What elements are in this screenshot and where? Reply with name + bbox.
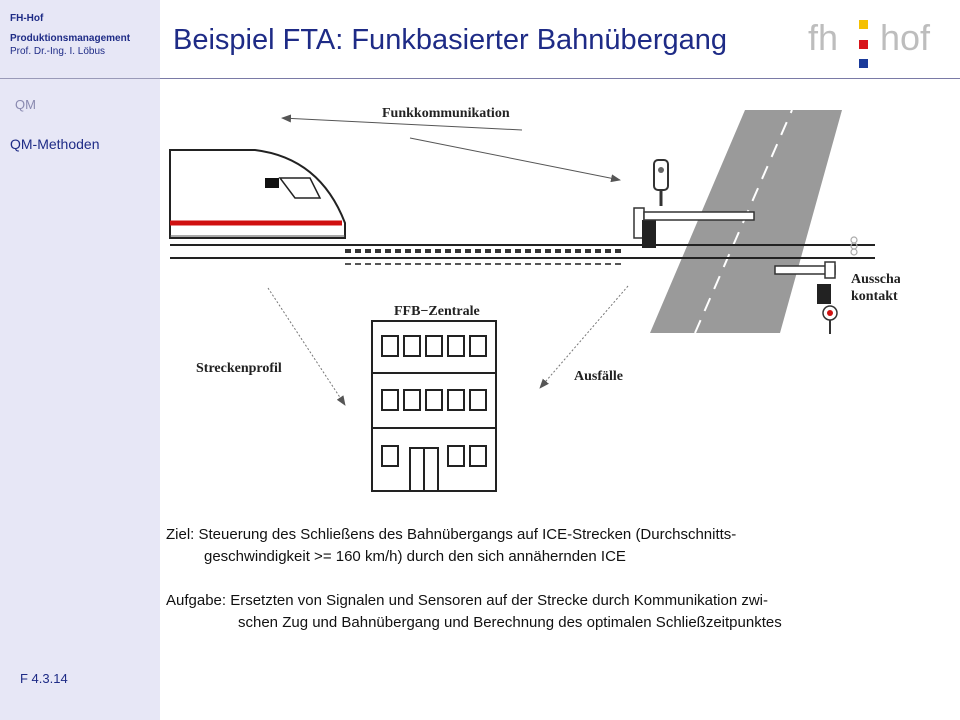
- road-lane-marking: [694, 109, 793, 334]
- label-ausschalt: Ausschalt−: [851, 272, 900, 287]
- label-ausfaelle: Ausfälle: [574, 369, 623, 384]
- barrier-lower: [774, 261, 838, 334]
- label-funkkommunikation: Funkkommunikation: [382, 106, 510, 121]
- arrow-funk-right: [409, 137, 621, 183]
- arrow-ausfaelle: [539, 285, 629, 389]
- ziel-line-2: geschwindigkeit >= 160 km/h) durch den s…: [204, 548, 626, 565]
- label-kontakt: kontakt: [851, 289, 898, 304]
- slide-number: F 4.3.14: [20, 671, 68, 686]
- page-title: Beispiel FTA: Funkbasierter Bahnübergang: [173, 24, 727, 56]
- barrier-upper: [633, 207, 755, 248]
- signal-mast: [653, 159, 669, 206]
- logo-yellow-square: [859, 20, 868, 29]
- logo-blue-square: [859, 59, 868, 68]
- aufgabe-line-2: schen Zug und Bahnübergang und Berechnun…: [238, 614, 782, 631]
- logo-red-square: [859, 40, 868, 49]
- header-divider: [160, 78, 960, 79]
- sensor-icon: [850, 236, 858, 256]
- sidebar-divider: [0, 78, 160, 79]
- label-ffb-zentrale: FFB−Zentrale: [394, 304, 480, 319]
- label-streckenprofil: Streckenprofil: [196, 361, 282, 376]
- ffb-zentrale-building: [371, 320, 497, 492]
- professor-name: Prof. Dr.-Ing. I. Löbus: [10, 46, 106, 57]
- train-ice: [169, 149, 346, 239]
- aufgabe-line-1: Aufgabe: Ersetzten von Signalen und Sens…: [166, 592, 769, 609]
- fta-diagram: Funkkommunikation FFB−Zentrale Streckenp…: [169, 106, 900, 492]
- nav-item-qm[interactable]: QM: [15, 97, 36, 112]
- road: [650, 110, 842, 333]
- arrow-streckenprofil: [267, 287, 346, 406]
- dept-name: Produktionsmanagement: [10, 33, 131, 44]
- nav-item-qm-methoden[interactable]: QM-Methoden: [10, 136, 100, 152]
- logo-text-fh: fh: [808, 17, 838, 58]
- fh-hof-logo: fh hof: [808, 17, 931, 68]
- arrow-funk-left: [281, 114, 523, 131]
- ziel-line-1: Ziel: Steuerung des Schließens des Bahnü…: [166, 526, 737, 543]
- sidebar: FH-Hof Produktionsmanagement Prof. Dr.-I…: [0, 0, 160, 720]
- org-name: FH-Hof: [10, 13, 44, 24]
- logo-text-hof: hof: [880, 17, 931, 58]
